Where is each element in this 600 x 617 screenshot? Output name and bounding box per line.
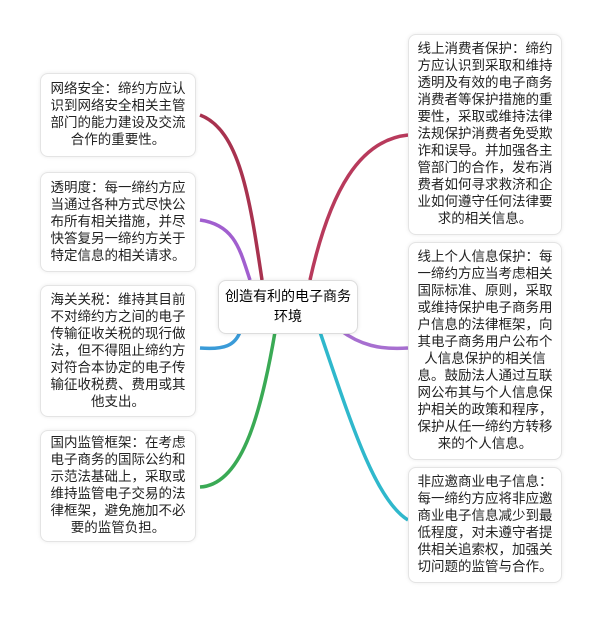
- branch-line-customs: [199, 331, 242, 351]
- text-line: 传输征收关税的现行做: [50, 325, 186, 342]
- text-line: 或维持保护电子商务用: [417, 300, 553, 316]
- text-line: 一缔约方应当考虑相关: [417, 266, 553, 282]
- text-line: 要的监管负担。: [70, 520, 166, 536]
- text-line: 非应邀商业电子信息：: [417, 474, 553, 490]
- node-domestic-regulatory-framework: 国内监管框架：在考虑电子商务的国际公约和示范法基础上，采取或维持监管电子交易的法…: [40, 430, 196, 542]
- text-line: 输征收税费、费用或其: [50, 376, 186, 393]
- text-line: 息。鼓励法人通过互联: [417, 368, 553, 384]
- text-line: 布所有相关措施，并尽: [50, 213, 186, 230]
- text-line: 供相关追索权，加强关: [417, 542, 553, 558]
- text-line: 费者如何寻求救济和企: [417, 177, 553, 193]
- text-line: 快答复另一缔约方关于: [50, 230, 186, 247]
- text-line: 示范法基础上，采取或: [50, 469, 186, 485]
- text-line: 电子商务的国际公约和: [50, 452, 186, 468]
- text-line: 护相关的政策和程序，: [417, 402, 553, 418]
- text-line: 业如何遵守任何法律要: [417, 194, 553, 210]
- node-network-security: 网络安全：缔约方应认识到网络安全相关主管部门的能力建设及交流合作的重要性。: [40, 73, 196, 157]
- text-line: 不对缔约方之间的电子: [50, 308, 186, 325]
- text-line: 网公布其与个人信息保: [417, 385, 553, 401]
- text-line: 每一缔约方应将非应邀: [417, 491, 553, 507]
- text-line: 线上消费者保护：缔约: [417, 41, 553, 57]
- text-line: 线上个人信息保护：每: [417, 249, 553, 265]
- text-line: 部门的能力建设及交流: [50, 115, 186, 131]
- text-line: 合作的重要性。: [70, 132, 166, 148]
- text-line: 方应认识到采取和维持: [417, 58, 553, 74]
- node-transparency: 透明度：每一缔约方应当通过各种方式尽快公布所有相关措施，并尽快答复另一缔约方关于…: [40, 172, 196, 272]
- text-line: 他支出。: [91, 393, 145, 410]
- text-line: 维持监管电子交易的法: [50, 486, 186, 502]
- text-line: 透明度：每一缔约方应: [50, 179, 186, 196]
- central-topic: 创造有利的电子商务 环境: [218, 280, 358, 334]
- text-line: 特定信息的相关请求。: [50, 247, 186, 264]
- text-line: 对符合本协定的电子传: [50, 359, 186, 376]
- text-line: 诈和误导。并加强各主: [417, 143, 553, 159]
- text-line: 国际标准、原则，采取: [417, 283, 553, 299]
- text-line: 法规保护消费者免受欺: [417, 126, 553, 142]
- text-line: 人信息保护的相关信: [424, 351, 546, 367]
- node-unsolicited-commercial-messages: 非应邀商业电子信息：每一缔约方应将非应邀商业电子信息减少到最低程度，对未遵守者提…: [408, 467, 562, 583]
- branch-line-domestic-regulation: [199, 331, 277, 489]
- branch-line-consumer-protection: [308, 133, 409, 281]
- text-line: 切问题的监管与合作。: [417, 559, 553, 575]
- text-line: 律框架，避免施加不必: [50, 503, 186, 519]
- text-line: 国内监管框架：在考虑: [50, 435, 186, 451]
- text-line: 低程度，对未遵守者提: [417, 525, 553, 541]
- branch-line-unsolicited-messages: [318, 331, 409, 522]
- node-customs-duties: 海关关税：维持其目前不对缔约方之间的电子传输征收关税的现行做法，但不得阻止缔约方…: [40, 285, 196, 417]
- text-line: 管部门的合作，发布消: [417, 160, 553, 176]
- text-line: 创造有利的电子商务: [225, 289, 351, 305]
- text-line: 来的个人信息。: [437, 436, 533, 452]
- text-line: 海关关税：维持其目前: [50, 291, 186, 308]
- text-line: 户信息的法律框架，向: [417, 317, 553, 333]
- text-line: 消费者等保护措施的重: [417, 92, 553, 108]
- text-line: 其电子商务用户公布个: [417, 334, 553, 350]
- text-line: 法，但不得阻止缔约方: [50, 342, 186, 359]
- text-line: 商业电子信息减少到最: [417, 508, 553, 524]
- branch-line-network-security: [199, 113, 264, 281]
- text-line: 求的相关信息。: [437, 211, 533, 227]
- text-line: 识到网络安全相关主管: [50, 98, 186, 114]
- text-line: 保护从任一缔约方转移: [417, 419, 553, 435]
- node-online-consumer-protection: 线上消费者保护：缔约方应认识到采取和维持透明及有效的电子商务消费者等保护措施的重…: [408, 34, 562, 235]
- node-online-personal-information-protection: 线上个人信息保护：每一缔约方应当考虑相关国际标准、原则，采取或维持保护电子商务用…: [408, 242, 562, 460]
- text-line: 当通过各种方式尽快公: [50, 196, 186, 213]
- text-line: 环境: [274, 309, 302, 325]
- text-line: 网络安全：缔约方应认: [50, 81, 186, 97]
- text-line: 透明及有效的电子商务: [417, 75, 553, 91]
- branch-line-transparency: [199, 218, 252, 281]
- text-line: 要性，采取或维持法律: [417, 109, 553, 125]
